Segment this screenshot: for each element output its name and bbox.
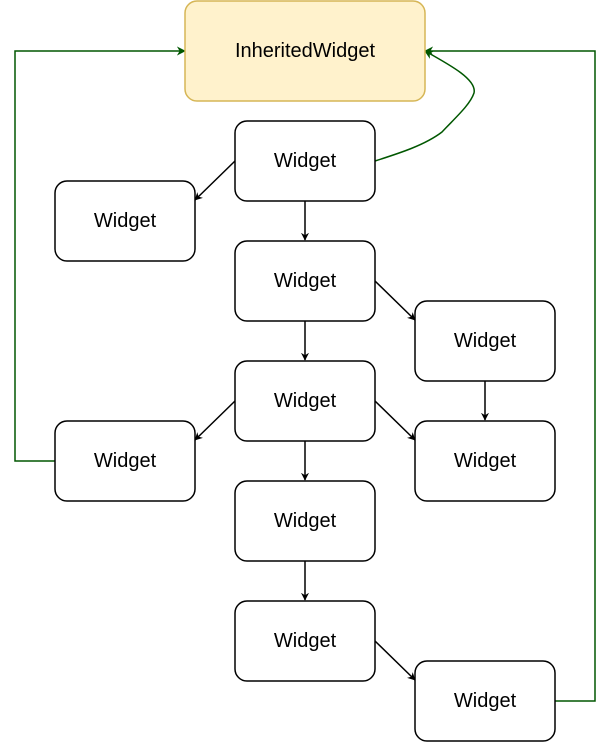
widget-box xyxy=(234,600,376,682)
dependency-edge-w1 xyxy=(374,50,475,162)
widget-node-w9: Widget xyxy=(234,600,376,682)
widget-box xyxy=(54,420,196,502)
widget-label: Widget xyxy=(94,450,157,472)
widget-node-w1: Widget xyxy=(234,120,376,202)
edge-w5-to-w7 xyxy=(374,400,416,441)
widget-label: Widget xyxy=(274,630,337,652)
widget-box xyxy=(414,300,556,382)
widget-label: Widget xyxy=(454,330,517,352)
dependency-edges xyxy=(14,46,596,702)
widget-label: Widget xyxy=(274,390,337,412)
edge-w3-to-w5 xyxy=(374,280,416,321)
widget-node-w4: Widget xyxy=(414,300,556,382)
widget-box xyxy=(54,180,196,262)
edge-w9-to-w10 xyxy=(374,640,416,681)
widget-box xyxy=(234,240,376,322)
edge-w1-to-w2 xyxy=(194,160,236,201)
dependency-edge-w6 xyxy=(14,46,186,462)
widget-box xyxy=(234,480,376,562)
widget-box xyxy=(414,660,556,742)
widget-node-w3: Widget xyxy=(234,240,376,322)
dependency-edge-w10 xyxy=(424,46,596,702)
widget-node-w2: Widget xyxy=(54,180,196,262)
widget-node-w7: Widget xyxy=(414,420,556,502)
widget-label: Widget xyxy=(454,690,517,712)
widget-box xyxy=(234,120,376,202)
widget-box xyxy=(234,360,376,442)
widget-node-w6: Widget xyxy=(54,420,196,502)
widget-label: Widget xyxy=(454,450,517,472)
nodes: InheritedWidget Widget Widget Widget Wid… xyxy=(54,0,556,742)
tree-edges xyxy=(194,160,489,681)
widget-label: Widget xyxy=(274,150,337,172)
widget-label: Widget xyxy=(274,510,337,532)
widget-node-w5: Widget xyxy=(234,360,376,442)
inherited-widget-label: InheritedWidget xyxy=(235,40,376,62)
inherited-widget-node: InheritedWidget xyxy=(184,0,426,102)
inherited-widget-box xyxy=(184,0,426,102)
widget-box xyxy=(414,420,556,502)
widget-label: Widget xyxy=(94,210,157,232)
widget-node-w8: Widget xyxy=(234,480,376,562)
widget-node-w10: Widget xyxy=(414,660,556,742)
edge-w5-to-w6 xyxy=(194,400,236,441)
widget-label: Widget xyxy=(274,270,337,292)
